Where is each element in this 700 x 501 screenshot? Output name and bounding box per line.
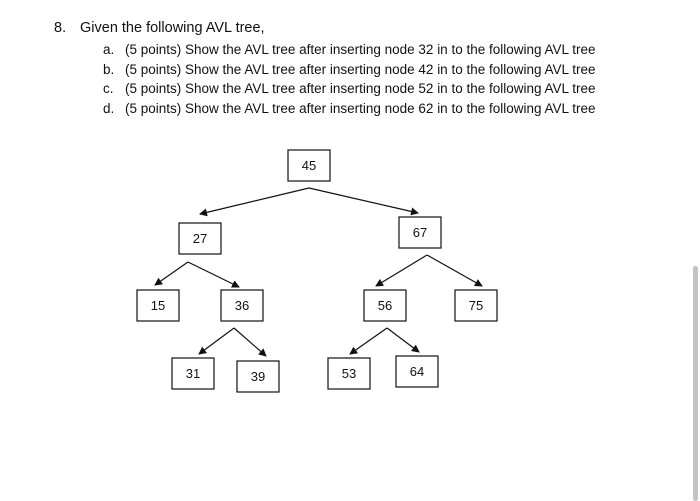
question-number: 8.	[54, 20, 67, 36]
edge-67-to-56	[375, 254, 428, 287]
question-prompt: Given the following AVL tree,	[80, 20, 265, 36]
edge-36-to-39	[233, 327, 267, 357]
edge-27-to-36	[187, 261, 240, 288]
question-part-c: c. (5 points) Show the AVL tree after ins…	[103, 79, 596, 99]
node-value: 56	[378, 298, 392, 313]
tree-node-67: 67	[398, 216, 442, 249]
tree-node-45: 45	[287, 149, 331, 182]
part-text: (5 points) Show the AVL tree after inser…	[125, 100, 596, 116]
node-value: 36	[235, 298, 249, 313]
node-box	[136, 289, 180, 322]
node-box	[327, 357, 371, 390]
tree-node-53: 53	[327, 357, 371, 390]
part-text: (5 points) Show the AVL tree after inser…	[125, 61, 596, 77]
vertical-scrollbar[interactable]	[693, 266, 698, 501]
tree-node-36: 36	[220, 289, 264, 322]
tree-node-39: 39	[236, 360, 280, 393]
tree-edges	[154, 187, 483, 357]
node-value: 27	[193, 231, 207, 246]
tree-node-64: 64	[395, 355, 439, 388]
question-part-a: a. (5 points) Show the AVL tree after ins…	[103, 40, 596, 60]
edge-36-to-31	[198, 327, 235, 355]
node-value: 75	[469, 298, 483, 313]
edge-45-to-27	[199, 187, 310, 217]
part-text: (5 points) Show the AVL tree after inser…	[125, 81, 596, 96]
tree-node-15: 15	[136, 289, 180, 322]
node-box	[363, 289, 407, 322]
node-value: 39	[251, 369, 265, 384]
part-text: (5 points) Show the AVL tree after inser…	[125, 42, 596, 57]
part-letter: d.	[103, 100, 115, 116]
node-value: 53	[342, 366, 356, 381]
edge-67-to-75	[426, 254, 483, 287]
tree-node-31: 31	[171, 357, 215, 390]
node-box	[178, 222, 222, 255]
part-letter: b.	[103, 61, 115, 77]
node-value: 64	[410, 364, 424, 379]
question-part-d: d. (5 points) Show the AVL tree after ins…	[103, 99, 596, 119]
node-box	[171, 357, 215, 390]
edge-45-to-67	[308, 187, 419, 216]
node-box	[220, 289, 264, 322]
question-part-b: b. (5 points) Show the AVL tree after ins…	[103, 60, 596, 80]
node-value: 31	[186, 366, 200, 381]
tree-node-56: 56	[363, 289, 407, 322]
node-box	[236, 360, 280, 393]
node-value: 15	[151, 298, 165, 313]
edge-27-to-15	[154, 261, 189, 286]
part-letter: c.	[103, 81, 114, 96]
question-parts-list: a. (5 points) Show the AVL tree after ins…	[103, 40, 596, 118]
part-letter: a.	[103, 42, 115, 57]
node-box	[287, 149, 331, 182]
question-heading: 8. Given the following AVL tree,	[54, 18, 265, 38]
node-box	[398, 216, 442, 249]
edge-56-to-53	[349, 327, 388, 355]
tree-node-75: 75	[454, 289, 498, 322]
tree-nodes: 45 27 67 15 36 56 75 31 39 53 64	[136, 149, 498, 393]
node-value: 67	[413, 225, 427, 240]
edge-56-to-64	[386, 327, 420, 353]
node-box	[395, 355, 439, 388]
node-box	[454, 289, 498, 322]
tree-node-27: 27	[178, 222, 222, 255]
node-value: 45	[302, 158, 316, 173]
